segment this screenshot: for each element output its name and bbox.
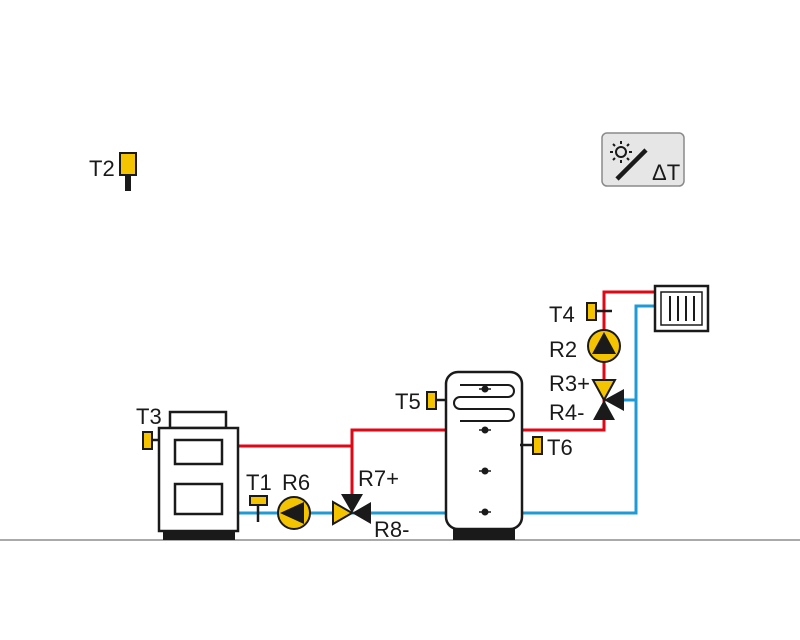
label-r2: R2 — [549, 337, 577, 362]
storage-tank — [444, 370, 524, 540]
label-r8: R8- — [374, 517, 409, 542]
label-r3: R3+ — [549, 371, 590, 396]
label-t3: T3 — [136, 404, 162, 429]
controller-button[interactable]: ΔT — [601, 132, 685, 187]
label-r4: R4- — [549, 400, 584, 425]
label-r6: R6 — [282, 470, 310, 495]
pump-r6[interactable] — [277, 496, 311, 530]
mixing-valve-r7-r8[interactable] — [332, 494, 371, 526]
pump-r2[interactable] — [587, 329, 621, 363]
sensor-t1 — [249, 495, 268, 522]
sensor-t3 — [142, 431, 160, 450]
controller-delta-t-text: ΔT — [652, 160, 680, 185]
label-t5: T5 — [395, 389, 421, 414]
sensor-t2 — [119, 152, 137, 191]
cold-tank-pipe — [520, 304, 655, 515]
label-t1: T1 — [246, 470, 272, 495]
label-t2: T2 — [89, 156, 115, 181]
label-r7: R7+ — [358, 466, 399, 491]
diverter-valve-r3-r4[interactable] — [591, 379, 624, 420]
hot-flow-pipe — [238, 428, 446, 448]
boiler — [157, 410, 240, 540]
sensor-t4 — [586, 302, 612, 321]
label-t4: T4 — [549, 302, 575, 327]
solar-delta-t-icon — [610, 141, 648, 181]
radiator — [653, 284, 710, 333]
label-t6: T6 — [547, 435, 573, 460]
sensor-t6 — [520, 436, 543, 455]
sensor-t5 — [426, 391, 447, 410]
